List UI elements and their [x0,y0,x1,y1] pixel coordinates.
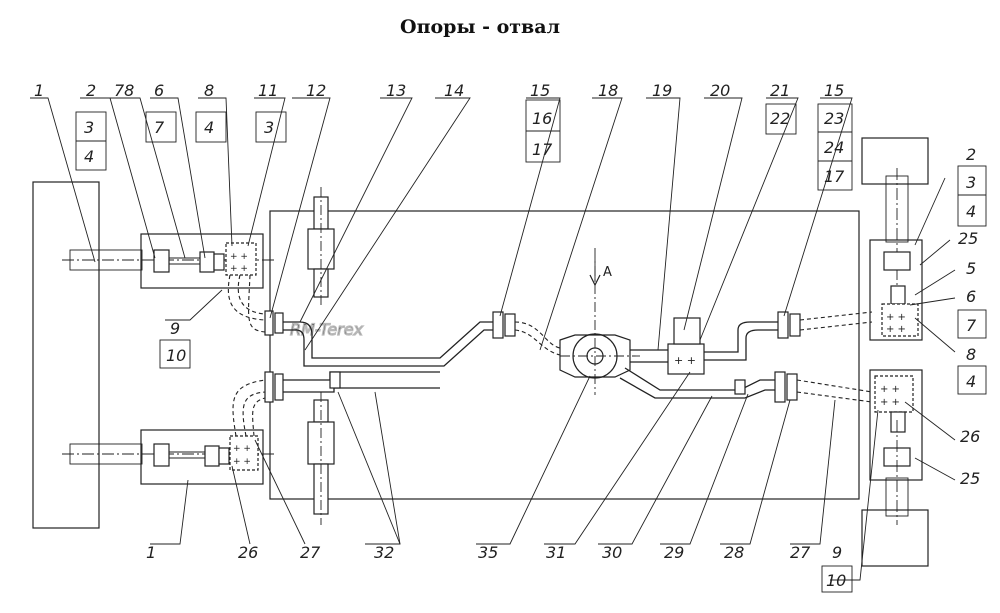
svg-text:+ +: + + [880,397,900,408]
svg-text:+ +: + + [880,384,900,395]
svg-text:+ +: + + [230,264,248,274]
callout-15-right: 15 [824,81,844,100]
callout-3-right: 3 [966,173,976,192]
watermark: RM-Terex [290,320,364,339]
callout-12: 12 [306,81,326,100]
outrigger-cylinder-upper-left: + + + + [62,233,275,289]
callout-11: 11 [258,81,278,100]
callout-24: 24 [824,138,844,157]
callout-7-top: 7 [154,118,165,137]
callout-20: 20 [710,81,730,100]
callout-17-center: 17 [532,140,553,159]
callout-28: 28 [724,543,744,562]
callout-26-right: 26 [960,427,980,446]
callout-7-right: 7 [966,316,977,335]
coupling-16-left [504,313,516,337]
coupling-28 [774,371,786,403]
callout-31: 31 [546,543,566,562]
callout-10-left: 10 [166,346,186,365]
callout-26-bottom: 26 [238,543,258,562]
coupling-15-right [777,311,789,339]
diagram-title: Опоры - отвал [400,16,560,38]
hose-lower-right [796,379,873,393]
frame-support-upper [307,187,335,305]
callout-6-right: 6 [966,287,976,306]
svg-text:+ +: + + [674,354,696,367]
callout-32: 32 [374,543,394,562]
hose-lower-left [232,371,284,437]
callout-3-left-box: 3 [84,118,94,137]
outrigger-cylinder-lower-left: + + + + [62,429,275,485]
view-label: A [603,265,612,280]
pipe-lower [283,371,440,393]
callout-14: 14 [444,81,464,100]
callout-4-top: 4 [204,118,214,137]
outrigger-cylinder-upper-right: + + + + [861,137,929,341]
svg-text:+ +: + + [886,312,906,323]
callout-22: 22 [770,109,790,128]
svg-text:+ +: + + [233,444,251,454]
callout-4-right: 4 [966,202,976,221]
callout-17-right: 17 [824,167,845,186]
callout-18: 18 [598,81,618,100]
callout-13: 13 [386,81,406,100]
leader-lines [30,97,956,581]
coupling-21-right [789,313,801,337]
callout-23: 23 [824,109,844,128]
callout-15-center: 15 [530,81,550,100]
hose-upper-left [227,274,284,336]
svg-text:+ +: + + [230,252,248,262]
hose-upper-right [799,311,873,321]
callout-8-right: 8 [966,345,976,364]
callout-10-bottom: 10 [826,571,846,590]
callout-2-top: 2 [86,81,96,100]
callout-27-left: 27 [300,543,321,562]
callout-78: 78 [114,81,134,100]
callout-1-top: 1 [34,81,44,100]
callout-4-right-lower: 4 [966,372,976,391]
callout-5: 5 [966,259,976,278]
callout-3-top: 3 [264,118,274,137]
pipe-upper [283,321,495,367]
svg-text:+ +: + + [886,324,906,335]
coupling-29 [786,373,798,401]
callout-6-top: 6 [154,81,164,100]
callout-21: 21 [770,81,790,100]
callout-4-left-box: 4 [84,147,94,166]
callout-30: 30 [602,543,622,562]
callout-9-left: 9 [170,319,180,338]
svg-text:+ +: + + [233,457,251,467]
callout-9-bottom: 9 [832,543,842,562]
callout-2-right: 2 [966,145,976,164]
valve-block: + + [630,317,705,375]
callout-19: 19 [652,81,672,100]
hose-to-rotary [514,321,561,349]
frame-support-lower [307,392,335,525]
left-plate [32,181,100,529]
callout-25-upper: 25 [958,229,978,248]
callout-27-right: 27 [790,543,811,562]
rotary-joint: A [559,248,640,395]
main-frame [269,210,860,500]
callout-1-bottom: 1 [146,543,156,562]
pipe-right [619,321,778,399]
callout-25-lower: 25 [960,469,980,488]
callout-16: 16 [532,109,552,128]
outrigger-cylinder-lower-right: + + + + [861,369,929,567]
callout-8-top: 8 [204,81,214,100]
coupling-15-left [492,311,504,339]
callout-35: 35 [478,543,498,562]
callout-29: 29 [664,543,684,562]
